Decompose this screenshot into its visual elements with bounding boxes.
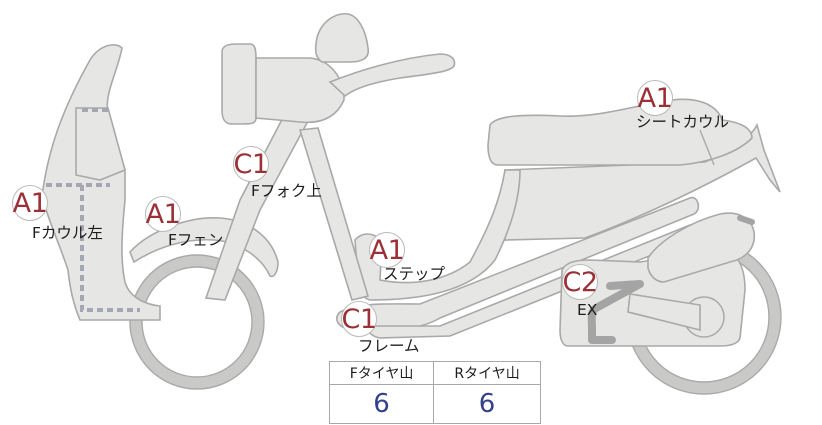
frame-grade-badge: C1 — [341, 301, 377, 337]
seat-divider — [699, 129, 715, 166]
rear-tire-value: 6 — [433, 384, 541, 424]
frame-downtube — [298, 127, 370, 301]
f-fender-grade: A1 — [145, 198, 181, 230]
seat-cowl-label: シートカウル — [636, 113, 730, 131]
front-tire-value: 6 — [328, 384, 435, 424]
exhaust-tip — [737, 215, 755, 225]
exhaust-label: EX — [577, 301, 598, 319]
tire-table-header-row: Fタイヤ山 Rタイヤ山 — [328, 361, 541, 385]
handlebar-stem — [328, 53, 456, 98]
f-fork-upper-grade: C1 — [233, 148, 269, 180]
swing-arm — [627, 293, 701, 332]
exhaust-pipe — [587, 280, 644, 344]
f-cowl-upper-panel — [75, 107, 126, 181]
exhaust-grade: C2 — [562, 266, 598, 298]
seat-cowl-grade-badge: A1 — [637, 80, 673, 116]
f-cowl-shape — [41, 44, 161, 321]
frame-grade: C1 — [341, 303, 377, 335]
exhaust-grade-badge: C2 — [562, 264, 598, 300]
f-cowl-left-label: Fカウル左 — [32, 224, 103, 242]
front-wheel — [129, 254, 265, 390]
f-fender-label: Fフェン — [168, 231, 224, 249]
seat-shape — [487, 98, 753, 166]
step-grade: A1 — [369, 234, 405, 266]
f-cowl-left-grade-badge: A1 — [12, 185, 48, 221]
mirror-shape — [314, 13, 370, 63]
f-fork-upper-label: Fフォク上 — [251, 182, 322, 200]
frame-label: フレーム — [358, 337, 420, 355]
tire-tread-table: Fタイヤ山 Rタイヤ山 6 6 — [328, 361, 541, 424]
step-grade-badge: A1 — [369, 232, 405, 268]
f-fender-grade-badge: A1 — [145, 196, 181, 232]
seat-cowl-grade: A1 — [637, 82, 673, 114]
f-cowl-left-grade: A1 — [12, 187, 48, 219]
step-shape — [354, 169, 521, 301]
step-label: ステップ — [383, 265, 446, 283]
cowl-dash-outline — [46, 108, 140, 312]
handlebar-shape — [255, 57, 345, 124]
tire-table-value-row: 6 6 — [328, 384, 541, 424]
rear-tire-header: Rタイヤ山 — [433, 361, 541, 385]
front-tire-header: Fタイヤ山 — [328, 361, 435, 385]
engine-cylinder — [647, 212, 756, 283]
headlight-shape — [221, 43, 257, 125]
f-fork-upper-grade-badge: C1 — [233, 146, 269, 182]
